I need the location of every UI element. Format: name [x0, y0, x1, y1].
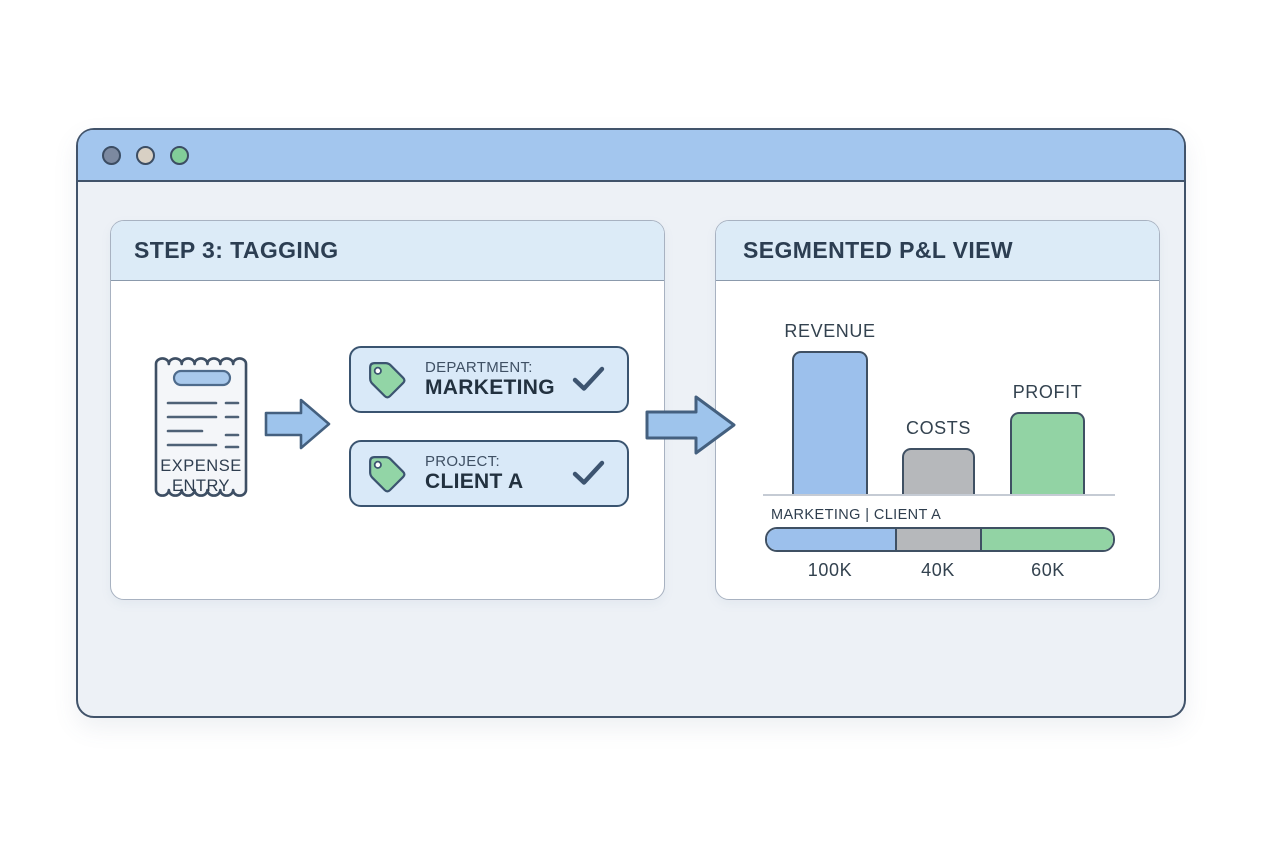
pl-bar-chart: REVENUE COSTS PROFIT	[763, 306, 1115, 496]
tag-card-department[interactable]: DEPARTMENT: MARKETING	[349, 346, 629, 413]
tagging-panel-title: STEP 3: TAGGING	[134, 237, 339, 263]
bar-label-costs: COSTS	[905, 418, 971, 438]
tag-icon	[369, 455, 406, 493]
tagging-panel-header: STEP 3: TAGGING	[111, 221, 664, 281]
segment-label: MARKETING | CLIENT A	[771, 507, 942, 523]
chart-baseline	[763, 494, 1115, 496]
arrow-right-icon	[645, 395, 736, 455]
browser-window: STEP 3: TAGGING EXPENSE ENTRY	[76, 128, 1186, 718]
stack-value-labels: 100K 40K 60K	[716, 560, 1159, 582]
window-titlebar	[78, 130, 1184, 182]
pl-panel-header: SEGMENTED P&L VIEW	[716, 221, 1159, 281]
tag-label: DEPARTMENT:	[425, 358, 533, 376]
stack-value-revenue: 100K	[807, 560, 853, 580]
receipt-label-line2: ENTRY	[172, 477, 230, 495]
tagging-panel: STEP 3: TAGGING EXPENSE ENTRY	[110, 220, 665, 600]
stack-segment-costs	[895, 529, 982, 550]
checkmark-icon	[572, 460, 605, 485]
tag-card-project[interactable]: PROJECT: CLIENT A	[349, 440, 629, 507]
bar-profit	[1010, 412, 1085, 494]
pl-view-panel: SEGMENTED P&L VIEW REVENUE COSTS PROFIT …	[715, 220, 1160, 600]
chart-column-costs: COSTS	[902, 418, 975, 494]
receipt-text-lines	[166, 401, 240, 449]
tag-value: MARKETING	[425, 376, 555, 400]
window-dot-beige[interactable]	[136, 145, 155, 165]
stack-segment-profit	[981, 529, 1113, 550]
stack-value-profit: 60K	[1031, 560, 1065, 580]
bar-costs	[902, 448, 975, 494]
window-dot-green[interactable]	[170, 145, 189, 165]
checkmark-icon	[572, 366, 605, 391]
stack-value-costs: 40K	[921, 560, 955, 580]
pl-panel-title: SEGMENTED P&L VIEW	[743, 237, 1014, 263]
stacked-total-bar	[765, 527, 1115, 552]
stack-segment-revenue	[767, 529, 896, 550]
receipt-icon: EXPENSE ENTRY	[154, 357, 248, 497]
tag-icon	[369, 361, 406, 399]
receipt-label-line1: EXPENSE	[160, 457, 241, 475]
bar-label-revenue: REVENUE	[784, 321, 876, 341]
window-dot-gray[interactable]	[102, 145, 121, 165]
tag-label: PROJECT:	[425, 452, 500, 470]
receipt-header-bar	[172, 369, 232, 387]
bar-label-profit: PROFIT	[1012, 382, 1083, 402]
chart-column-revenue: REVENUE	[784, 321, 875, 494]
bar-revenue	[792, 351, 868, 494]
chart-column-profit: PROFIT	[1010, 382, 1085, 494]
arrow-right-icon	[264, 398, 331, 450]
tag-value: CLIENT A	[425, 470, 524, 494]
